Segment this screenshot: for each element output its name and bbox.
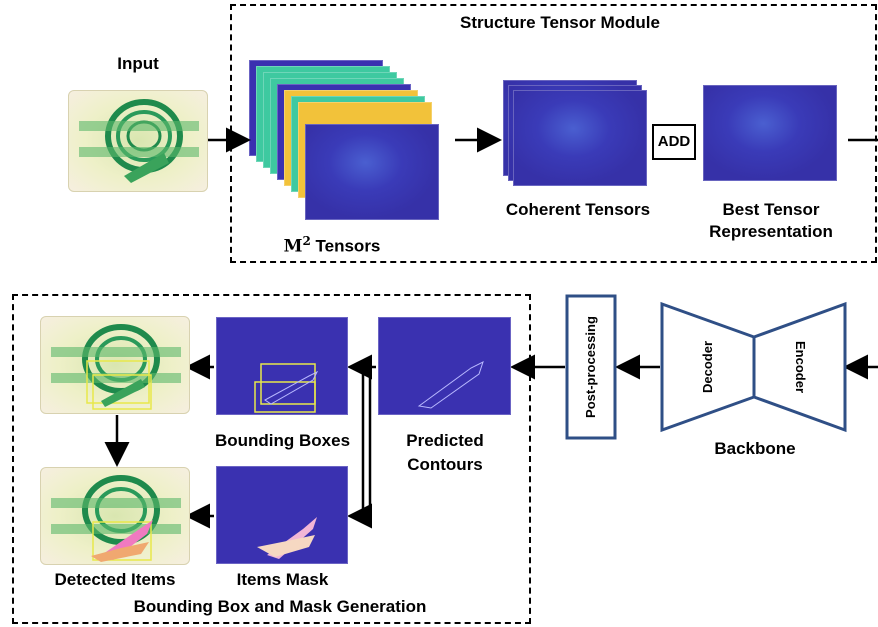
- structure-tensor-module-title: Structure Tensor Module: [460, 13, 660, 32]
- bounding-boxes-shapes: [254, 363, 319, 413]
- encoder-shape: [752, 301, 847, 433]
- decoder-label: Decoder: [700, 340, 715, 394]
- backbone-label: Backbone: [714, 439, 796, 458]
- predicted-contours-image: [378, 317, 511, 415]
- input-xray-image: [68, 90, 208, 192]
- detected-items-label: Detected Items: [54, 570, 176, 589]
- predicted-contour-shape: [417, 361, 484, 409]
- detected-bboxes-content: [51, 324, 181, 410]
- predicted-label-line2: Contours: [407, 455, 483, 474]
- predicted-label-line1: Predicted: [406, 431, 484, 450]
- best-tensor-label-line1: Best Tensor: [722, 200, 820, 219]
- bounding-boxes-label: Bounding Boxes: [214, 431, 351, 450]
- detected-items-content: [51, 475, 181, 562]
- coherent-tensor-front: [513, 90, 647, 186]
- post-processing-label: Post-processing: [583, 316, 598, 418]
- bounding-boxes-image: [216, 317, 348, 415]
- input-xray-content: [79, 99, 199, 183]
- coherent-tensors-label: Coherent Tensors: [505, 200, 651, 219]
- best-tensor-label-line2: Representation: [709, 222, 833, 241]
- m2-suffix: Tensors: [310, 236, 381, 256]
- m2-tensors-label: M2 Tensors: [257, 230, 407, 258]
- detected-bboxes-xray: [40, 316, 190, 414]
- items-mask-label: Items Mask: [236, 570, 329, 589]
- m2-superscript: 2: [302, 234, 311, 248]
- items-mask-image: [216, 466, 348, 564]
- bbox-mask-module-frame: [12, 294, 531, 624]
- encoder-label: Encoder: [793, 340, 808, 393]
- add-box: ADD: [652, 124, 696, 160]
- post-processing-box: [565, 294, 617, 440]
- arrow-predicted-to-mask: [347, 367, 372, 529]
- best-tensor-image: [703, 85, 837, 181]
- detected-items-xray: [40, 467, 190, 565]
- bbox-mask-module-title: Bounding Box and Mask Generation: [133, 597, 427, 616]
- tensor-layer-front: [305, 124, 439, 220]
- items-mask-shapes: [257, 517, 317, 559]
- m2-symbol: M: [283, 236, 303, 257]
- input-label: Input: [117, 54, 159, 73]
